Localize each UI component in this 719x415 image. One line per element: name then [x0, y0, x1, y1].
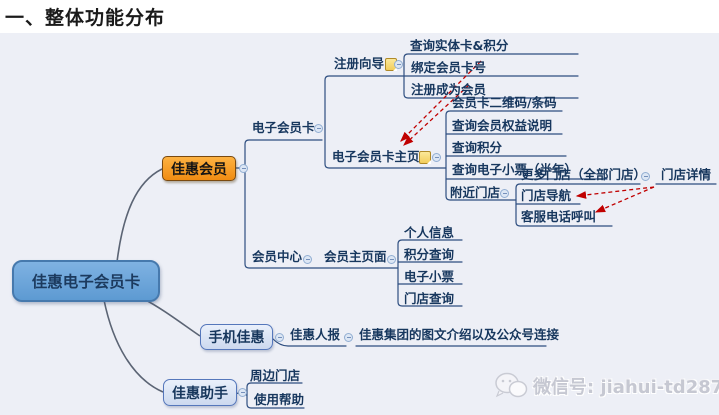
topic-around-stores[interactable]: 周边门店 [250, 368, 301, 383]
topic-query-rights[interactable]: 查询会员权益说明 [452, 118, 553, 133]
collapse-icon[interactable] [314, 124, 323, 133]
note-icon[interactable] [419, 151, 431, 164]
collapse-icon[interactable] [275, 333, 284, 342]
topic-store-detail[interactable]: 门店详情 [661, 167, 712, 182]
collapse-icon[interactable] [239, 164, 248, 173]
topic-usage-help[interactable]: 使用帮助 [254, 392, 305, 407]
topic-store-navigation[interactable]: 门店导航 [521, 188, 572, 203]
collapse-icon[interactable] [238, 388, 247, 397]
topic-e-card-home[interactable]: 电子会员卡主页 [332, 149, 420, 164]
page-title: 一、整体功能分布 [5, 7, 166, 29]
topic-e-card[interactable]: 电子会员卡 [252, 120, 315, 135]
topic-query-receipt[interactable]: 查询电子小票（半年） [452, 162, 578, 177]
topic-member-center[interactable]: 会员中心 [252, 249, 303, 264]
topic-register-member[interactable]: 注册成为会员 [411, 82, 487, 97]
topic-personal-info[interactable]: 个人信息 [404, 225, 455, 240]
collapse-icon[interactable] [303, 255, 312, 264]
watermark-text: 微信号: jiahui-td287 [533, 377, 719, 398]
topic-service-call[interactable]: 客服电话呼叫 [521, 209, 597, 224]
watermark: 微信号: jiahui-td287 [494, 372, 719, 400]
topic-more-stores[interactable]: 更多门店（全部门店） [521, 167, 647, 182]
topic-query-physical-card[interactable]: 查询实体卡&积分 [410, 38, 509, 53]
topic-e-receipt[interactable]: 电子小票 [404, 269, 455, 284]
topic-card-qr-barcode[interactable]: 会员卡二维码/条码 [452, 95, 557, 110]
topic-points-query[interactable]: 积分查询 [404, 247, 455, 262]
topic-store-query[interactable]: 门店查询 [404, 291, 455, 306]
wechat-icon [495, 372, 528, 398]
topic-member-home[interactable]: 会员主页面 [324, 249, 387, 264]
collapse-icon[interactable] [394, 60, 403, 69]
topic-reg-wizard[interactable]: 注册向导 [334, 56, 385, 71]
collapse-icon[interactable] [500, 189, 509, 198]
collapse-icon[interactable] [344, 333, 353, 342]
branch-jiahui-member[interactable]: 佳惠会员 [162, 156, 236, 181]
diagram-background [0, 33, 719, 415]
branch-mobile-jiahui[interactable]: 手机佳惠 [200, 324, 273, 350]
topic-jiahui-news[interactable]: 佳惠人报 [290, 327, 341, 342]
topic-bind-card-no[interactable]: 绑定会员卡号 [411, 60, 487, 75]
collapse-icon[interactable] [432, 153, 441, 162]
root-topic[interactable]: 佳惠电子会员卡 [12, 260, 160, 302]
topic-news-desc[interactable]: 佳惠集团的图文介绍以及公众号连接 [359, 327, 560, 342]
branch-jiahui-helper[interactable]: 佳惠助手 [163, 379, 237, 406]
collapse-icon[interactable] [387, 255, 396, 264]
topic-nearby-stores[interactable]: 附近门店 [450, 185, 501, 200]
collapse-icon[interactable] [641, 172, 650, 181]
topic-query-points[interactable]: 查询积分 [452, 140, 503, 155]
